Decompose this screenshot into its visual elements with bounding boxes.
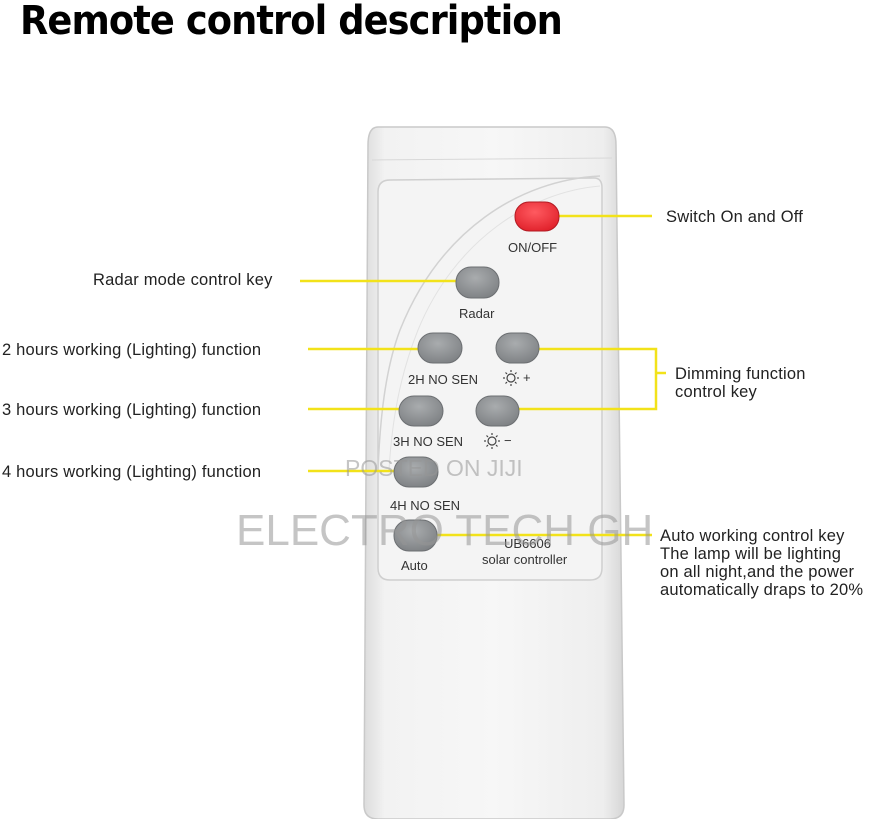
4h-button[interactable] [393, 456, 439, 488]
onoff-label: ON/OFF [508, 240, 558, 255]
brightness-down-button[interactable] [475, 395, 520, 427]
sun-icon [484, 433, 500, 449]
callout-line-dimming-bracket [498, 347, 658, 411]
watermark-brand: ELECTRO TECH GH [236, 506, 654, 555]
callout-2-hours: 2 hours working (Lighting) function [2, 341, 262, 359]
brightness-up-button[interactable] [495, 332, 540, 364]
callout-radar: Radar mode control key [93, 271, 273, 289]
remote-keys [393, 201, 560, 552]
callout-dimming-line: Dimming function [675, 365, 806, 383]
3h-label: 3H NO SEN [393, 434, 464, 449]
callout-auto-line: Auto working control key [660, 527, 845, 545]
sun-icon [503, 370, 519, 386]
radar-label: Radar [459, 306, 495, 321]
callout-auto-line: automatically draps to 20% [660, 581, 864, 599]
callout-4-hours: 4 hours working (Lighting) function [2, 463, 262, 481]
3h-button[interactable] [398, 395, 444, 427]
callout-switch: Switch On and Off [666, 208, 803, 226]
callout-3-hours: 3 hours working (Lighting) function [2, 401, 262, 419]
callout-dimming: Dimming function control key [675, 365, 806, 401]
4h-label: 4H NO SEN [390, 498, 461, 513]
watermark-posted: POSTED ON JIJI [345, 455, 523, 481]
onoff-button[interactable] [514, 201, 560, 232]
auto-label: Auto [401, 558, 428, 573]
model-subtitle: solar controller [482, 552, 568, 567]
remote-body [363, 126, 625, 819]
callout-auto: Auto working control key The lamp will b… [660, 527, 863, 599]
callout-dimming-line: control key [675, 383, 757, 401]
brightness-plus-label: + [523, 370, 531, 385]
auto-button[interactable] [393, 519, 438, 552]
2h-label: 2H NO SEN [408, 372, 479, 387]
callout-auto-line: on all night,and the power [660, 563, 855, 581]
model-number: UB6606 [504, 536, 551, 551]
callout-auto-line: The lamp will be lighting [660, 545, 842, 563]
brightness-minus-label: − [504, 433, 512, 448]
2h-button[interactable] [417, 332, 463, 364]
panel-swoosh [377, 175, 601, 471]
radar-button[interactable] [455, 266, 500, 299]
page-title: Remote control description [20, 0, 563, 44]
